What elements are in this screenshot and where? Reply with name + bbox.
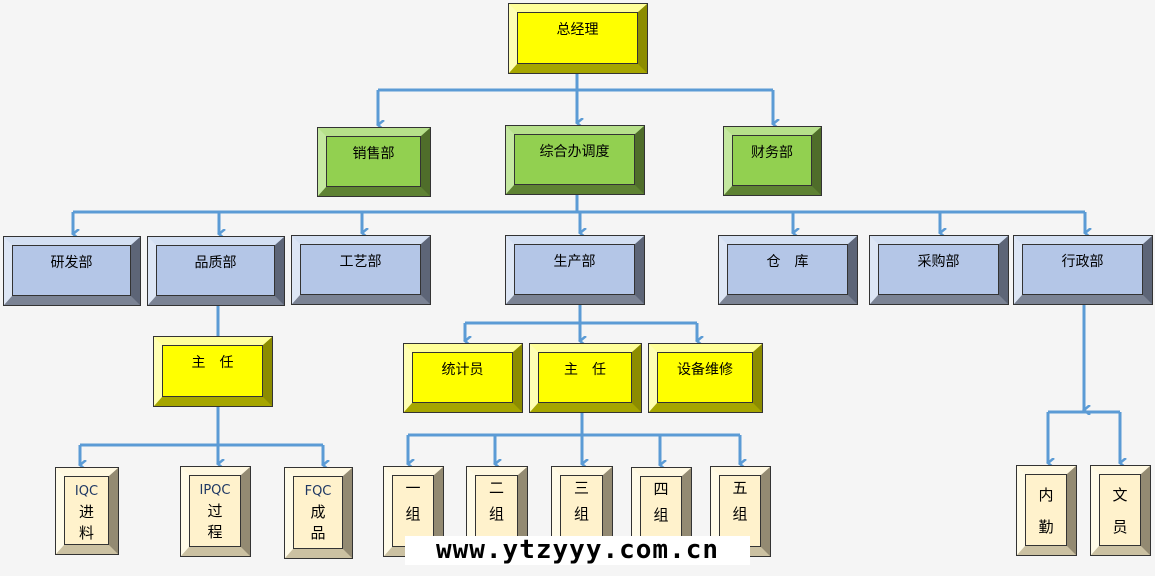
node-label: 采购部 (917, 254, 960, 270)
node-general-office: 综合办调度 (505, 125, 645, 195)
node-label: 行政部 (1061, 254, 1104, 270)
node-fqc: FQC 成品 (284, 467, 353, 559)
node-label: 三 (573, 479, 589, 497)
node-label: 组 (488, 505, 504, 523)
node-ipqc: IPQC 过程 (180, 466, 251, 557)
node-sales: 销售部 (317, 127, 431, 197)
node-label: 综合办调度 (539, 144, 610, 160)
node-group-5: 五组 (710, 466, 771, 557)
node-production-supervisor: 主 任 (529, 343, 642, 413)
node-label: 员 (1112, 518, 1128, 536)
node-label: 勤 (1038, 518, 1054, 536)
node-label: 程 (207, 523, 223, 541)
node-label: 仓 库 (766, 254, 809, 270)
node-label: 文 (1112, 486, 1128, 504)
node-label: 组 (732, 505, 748, 523)
node-code: FQC (304, 484, 332, 499)
node-label: 销售部 (352, 146, 395, 162)
node-label: 设备维修 (677, 362, 733, 378)
node-process: 工艺部 (291, 235, 431, 305)
node-code: IPQC (199, 483, 231, 498)
node-label: 一 (405, 479, 421, 497)
node-finance: 财务部 (723, 126, 822, 196)
node-clerk: 文员 (1090, 465, 1151, 556)
node-group-3: 三组 (551, 466, 613, 557)
node-statistician: 统计员 (403, 343, 523, 413)
node-label: 财务部 (751, 145, 793, 161)
node-label: 四 (653, 480, 669, 498)
node-internal-affairs: 内勤 (1016, 465, 1077, 556)
node-label: 总经理 (556, 22, 599, 38)
node-administration: 行政部 (1013, 235, 1153, 305)
node-purchasing: 采购部 (869, 235, 1009, 305)
node-label: 研发部 (50, 255, 93, 271)
node-general-manager: 总经理 (508, 3, 648, 74)
node-code: IQC (74, 484, 99, 499)
node-group-2: 二组 (466, 466, 528, 557)
node-iqc: IQC 进料 (55, 467, 119, 555)
node-label: 成 (310, 503, 326, 521)
node-label: 五 (732, 479, 748, 497)
node-label: 内 (1038, 486, 1054, 504)
node-label: 二 (488, 479, 504, 497)
node-label: 生产部 (553, 254, 596, 270)
node-label: 组 (573, 505, 589, 523)
node-label: 品 (310, 524, 326, 542)
node-label: 主 任 (191, 355, 234, 371)
node-label: 工艺部 (339, 254, 382, 270)
node-quality: 品质部 (147, 236, 285, 306)
node-label: 组 (405, 505, 421, 523)
node-production: 生产部 (505, 235, 645, 305)
node-equipment-maintenance: 设备维修 (648, 343, 763, 413)
node-warehouse: 仓 库 (718, 235, 858, 305)
node-label: 过 (207, 502, 223, 520)
node-quality-supervisor: 主 任 (153, 336, 273, 407)
node-label: 组 (653, 506, 669, 524)
node-label: 统计员 (441, 362, 484, 378)
node-label: 主 任 (564, 362, 606, 378)
node-rnd: 研发部 (3, 236, 141, 306)
node-label: 料 (78, 524, 94, 542)
node-label: 进 (78, 503, 94, 521)
watermark: www.ytzyyy.com.cn (405, 536, 750, 565)
node-label: 品质部 (194, 255, 237, 271)
